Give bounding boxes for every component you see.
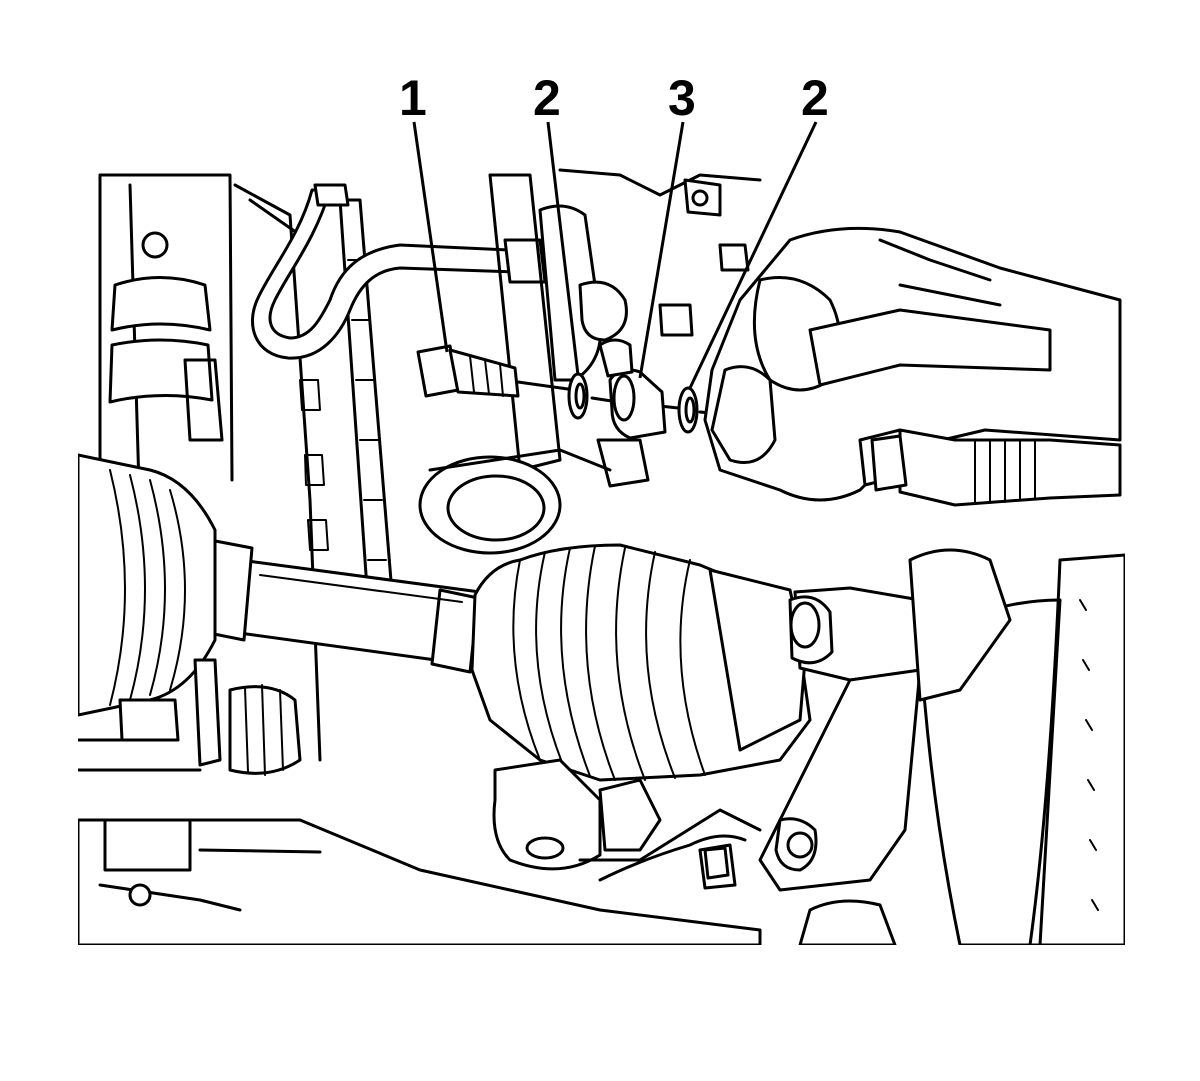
inner-cv-boot <box>78 453 217 717</box>
brake-rotor <box>908 548 1125 945</box>
banjo-bolt <box>416 344 577 398</box>
leader-line-2a <box>546 121 580 376</box>
strut-eye <box>418 448 612 555</box>
drive-axle <box>202 538 482 674</box>
outer-cv-boot <box>470 543 812 782</box>
assembly-drawing <box>78 168 1125 945</box>
lower-frame <box>78 818 762 945</box>
leader-line-2b <box>688 121 818 389</box>
callout-2-right: 2 <box>801 70 829 126</box>
stabilizer-link <box>78 658 302 776</box>
callout-labels: 1 2 3 2 <box>399 70 829 126</box>
knuckle-lower <box>492 586 922 945</box>
sealing-washer-left <box>567 372 589 420</box>
wheel-speed-sensor-wire <box>598 834 747 882</box>
brake-caliper <box>703 226 1122 502</box>
tie-rod <box>870 428 1122 507</box>
brake-hose-fitting <box>596 338 667 488</box>
leader-lines <box>412 121 818 389</box>
leader-line-1 <box>412 121 449 353</box>
callout-3: 3 <box>668 70 696 126</box>
callout-1: 1 <box>399 70 427 126</box>
hose <box>251 183 547 360</box>
leader-line-3 <box>638 121 685 379</box>
callout-2-left: 2 <box>533 70 561 126</box>
